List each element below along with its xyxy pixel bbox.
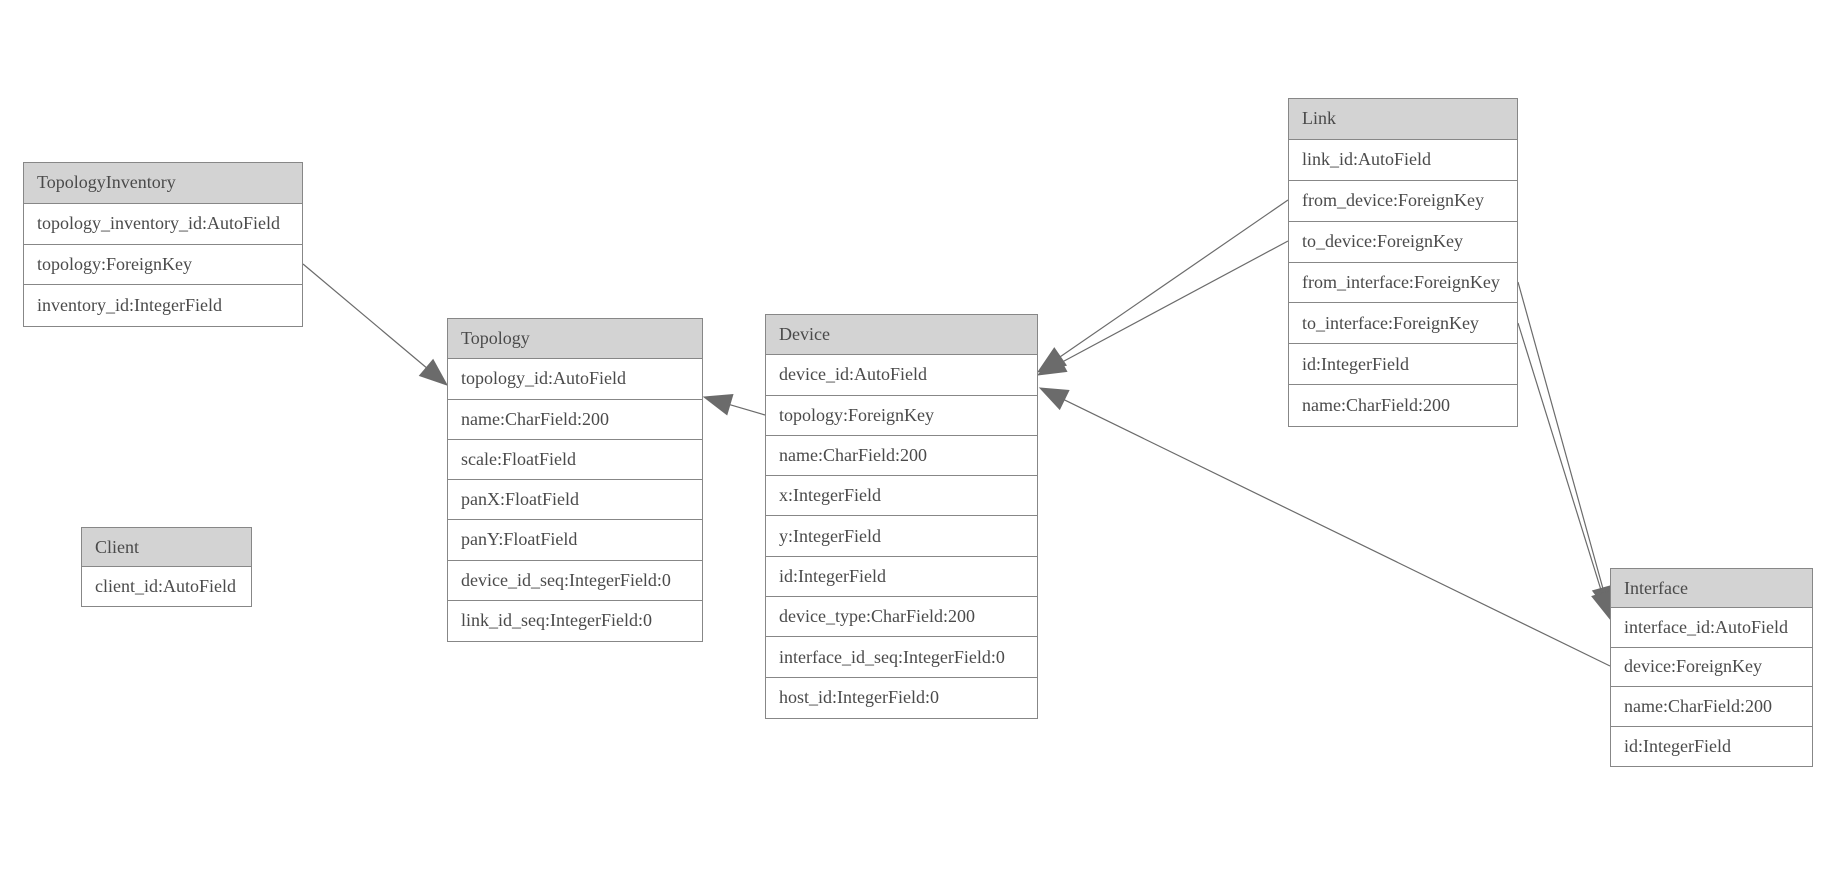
field-row: interface_id:AutoField [1611, 608, 1812, 648]
field-row: x:IntegerField [766, 476, 1037, 517]
field-row: topology:ForeignKey [766, 395, 1037, 436]
field-row: panX:FloatField [448, 480, 702, 521]
field-row: panY:FloatField [448, 520, 702, 561]
field-row: to_device:ForeignKey [1289, 221, 1517, 263]
entity-title: TopologyInventory [24, 163, 302, 204]
field-row: link_id:AutoField [1289, 139, 1517, 181]
relationship-edge-0 [302, 263, 427, 369]
entity-title: Client [82, 528, 251, 567]
relationship-edge-3 [1061, 240, 1289, 363]
arrowhead-icon [418, 358, 449, 386]
field-row: from_device:ForeignKey [1289, 180, 1517, 222]
entity-title: Device [766, 315, 1037, 356]
field-row: scale:FloatField [448, 439, 702, 480]
field-row: name:CharField:200 [1611, 687, 1812, 727]
field-row: inventory_id:IntegerField [24, 285, 302, 326]
field-row: name:CharField:200 [1289, 385, 1517, 427]
field-row: interface_id_seq:IntegerField:0 [766, 637, 1037, 678]
field-row: y:IntegerField [766, 516, 1037, 557]
field-row: link_id_seq:IntegerField:0 [448, 600, 702, 641]
field-row: client_id:AutoField [82, 567, 251, 606]
relationship-edge-1 [729, 404, 766, 416]
field-row: id:IntegerField [1611, 726, 1812, 766]
field-row: device_id_seq:IntegerField:0 [448, 560, 702, 601]
field-row: device_type:CharField:200 [766, 597, 1037, 638]
relationship-edge-2 [1059, 199, 1289, 358]
field-row: topology_id:AutoField [448, 359, 702, 400]
field-row: name:CharField:200 [448, 399, 702, 440]
field-row: device_id:AutoField [766, 355, 1037, 396]
field-row: topology:ForeignKey [24, 244, 302, 286]
field-row: id:IntegerField [766, 556, 1037, 598]
field-row: from_interface:ForeignKey [1289, 262, 1517, 304]
entity-title: Link [1289, 99, 1517, 140]
relationship-edge-4 [1517, 281, 1604, 589]
arrowhead-icon [1036, 352, 1068, 376]
relationship-edge-5 [1517, 322, 1603, 594]
field-row: to_interface:ForeignKey [1289, 303, 1517, 345]
field-row: name:CharField:200 [766, 435, 1037, 477]
arrowhead-icon [1038, 387, 1070, 411]
field-row: topology_inventory_id:AutoField [24, 203, 302, 245]
relationship-edge-6 [1064, 399, 1611, 667]
field-row: device:ForeignKey [1611, 647, 1812, 688]
field-row: id:IntegerField [1289, 344, 1517, 386]
entity-title: Interface [1611, 569, 1812, 609]
field-row: host_id:IntegerField:0 [766, 677, 1037, 718]
arrowhead-icon [702, 394, 734, 416]
entity-title: Topology [448, 319, 702, 360]
